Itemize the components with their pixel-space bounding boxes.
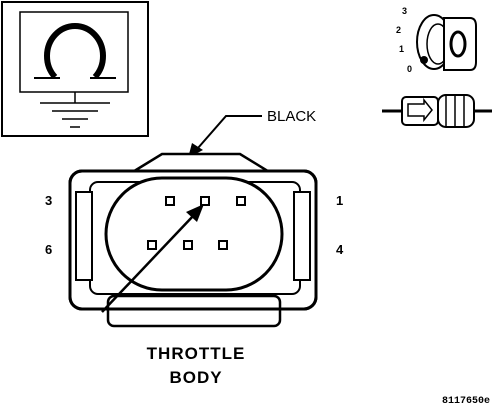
pin-number-bottom-right: 4	[336, 242, 344, 257]
pin-cavity-6	[147, 240, 157, 250]
ignition-position-0: 0	[407, 64, 412, 74]
wire-color-callout: BLACK	[188, 108, 316, 158]
pin-cavity-2	[200, 196, 210, 206]
pin-cavity-4	[218, 240, 228, 250]
wire-color-label: BLACK	[267, 108, 316, 125]
ignition-position-2: 2	[396, 25, 401, 35]
ignition-position-1: 1	[399, 44, 404, 54]
component-name-line1: THROTTLE	[147, 344, 246, 363]
pin-number-top-right: 1	[336, 193, 343, 208]
component-name-line2: BODY	[169, 368, 222, 387]
pin-cavity-3	[165, 196, 175, 206]
pin-cavity-5	[183, 240, 193, 250]
ignition-position-3: 3	[402, 6, 407, 16]
omega-ground-symbol-icon	[1, 1, 149, 137]
pin-number-bottom-left: 6	[45, 242, 52, 257]
connector-side-view-icon	[382, 94, 492, 128]
pin-pointer-arrow	[101, 204, 204, 313]
connector-face	[68, 152, 318, 328]
pin-cavity-1	[236, 196, 246, 206]
pin-number-top-left: 3	[45, 193, 52, 208]
ignition-key-icon: 3 2 1 0 0	[396, 6, 477, 74]
figure-code: 8117650e	[442, 396, 490, 407]
